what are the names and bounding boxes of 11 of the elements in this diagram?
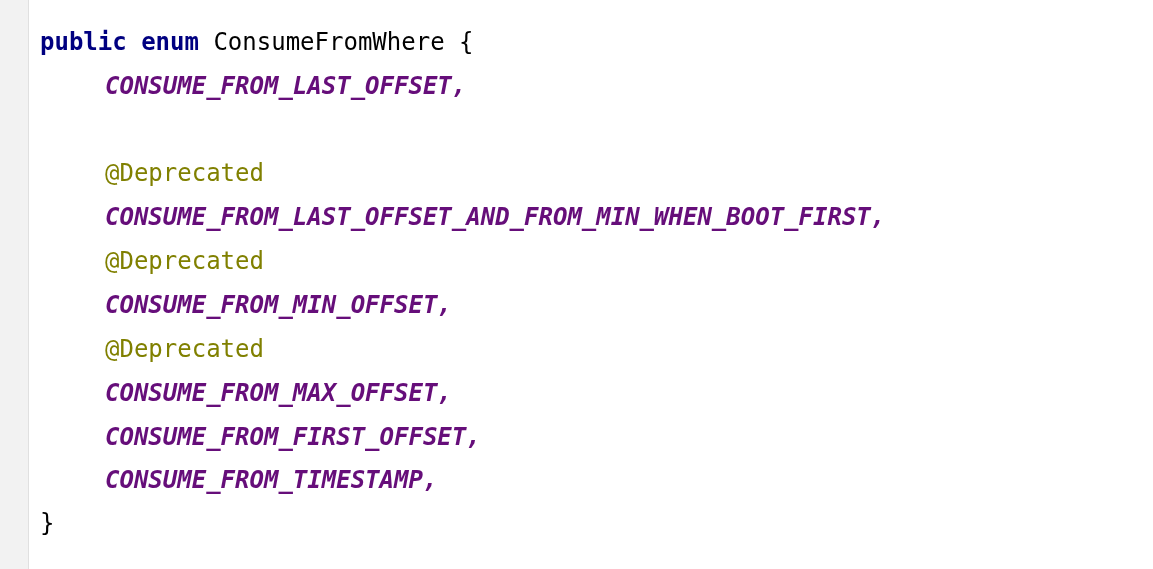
code-line: } <box>40 508 55 538</box>
enum-constant: CONSUME_FROM_FIRST_OFFSET, <box>105 422 481 452</box>
enum-constant: CONSUME_FROM_LAST_OFFSET_AND_FROM_MIN_WHEN_BOOT_FIRST, <box>105 202 886 232</box>
enum-constant: CONSUME_FROM_TIMESTAMP, <box>105 465 438 495</box>
annotation-text: @Deprecated <box>105 246 264 276</box>
enum-constant: CONSUME_FROM_MAX_OFFSET, <box>105 378 452 408</box>
annotation-text: @Deprecated <box>105 334 264 364</box>
code-line: public enum ConsumeFromWhere { <box>40 27 474 57</box>
enum-constant: CONSUME_FROM_MIN_OFFSET, <box>105 290 452 320</box>
enum-constant: CONSUME_FROM_LAST_OFFSET, <box>105 71 467 101</box>
annotation-text: @Deprecated <box>105 158 264 188</box>
